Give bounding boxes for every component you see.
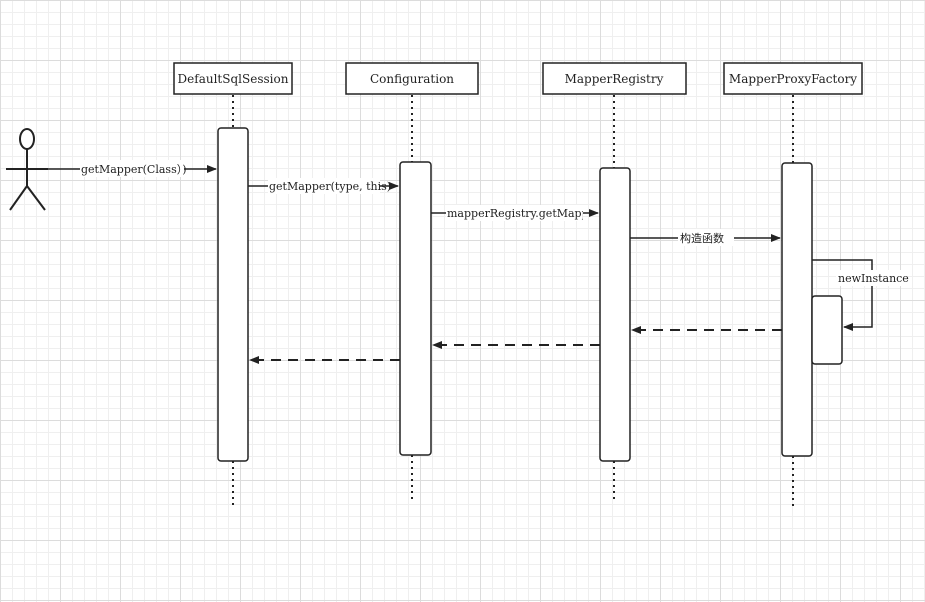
message-label-m3: mapperRegistry.getMapper <box>447 207 601 220</box>
message-label-m5: newInstance <box>838 272 909 285</box>
activation-registry <box>599 167 631 462</box>
message-label-m2: getMapper(type, this) <box>269 180 391 193</box>
actor-figure <box>6 128 48 211</box>
message-arrow-m5 <box>812 259 873 331</box>
participant-factory-label: MapperProxyFactory <box>729 72 857 86</box>
participant-registry: MapperRegistry <box>542 62 687 95</box>
participant-session: DefaultSqlSession <box>173 62 293 95</box>
message-label-m1: getMapper(Class）) <box>81 163 187 176</box>
activation-session <box>217 127 249 462</box>
activation-factory <box>781 162 813 457</box>
message-label-m4: 构造函数 <box>680 231 724 245</box>
participant-registry-label: MapperRegistry <box>565 72 664 86</box>
participant-config-label: Configuration <box>370 72 454 86</box>
activation-factory-nested <box>811 295 843 365</box>
participant-factory: MapperProxyFactory <box>723 62 863 95</box>
participant-session-label: DefaultSqlSession <box>178 72 289 86</box>
participant-config: Configuration <box>345 62 479 95</box>
activation-config <box>399 161 432 456</box>
